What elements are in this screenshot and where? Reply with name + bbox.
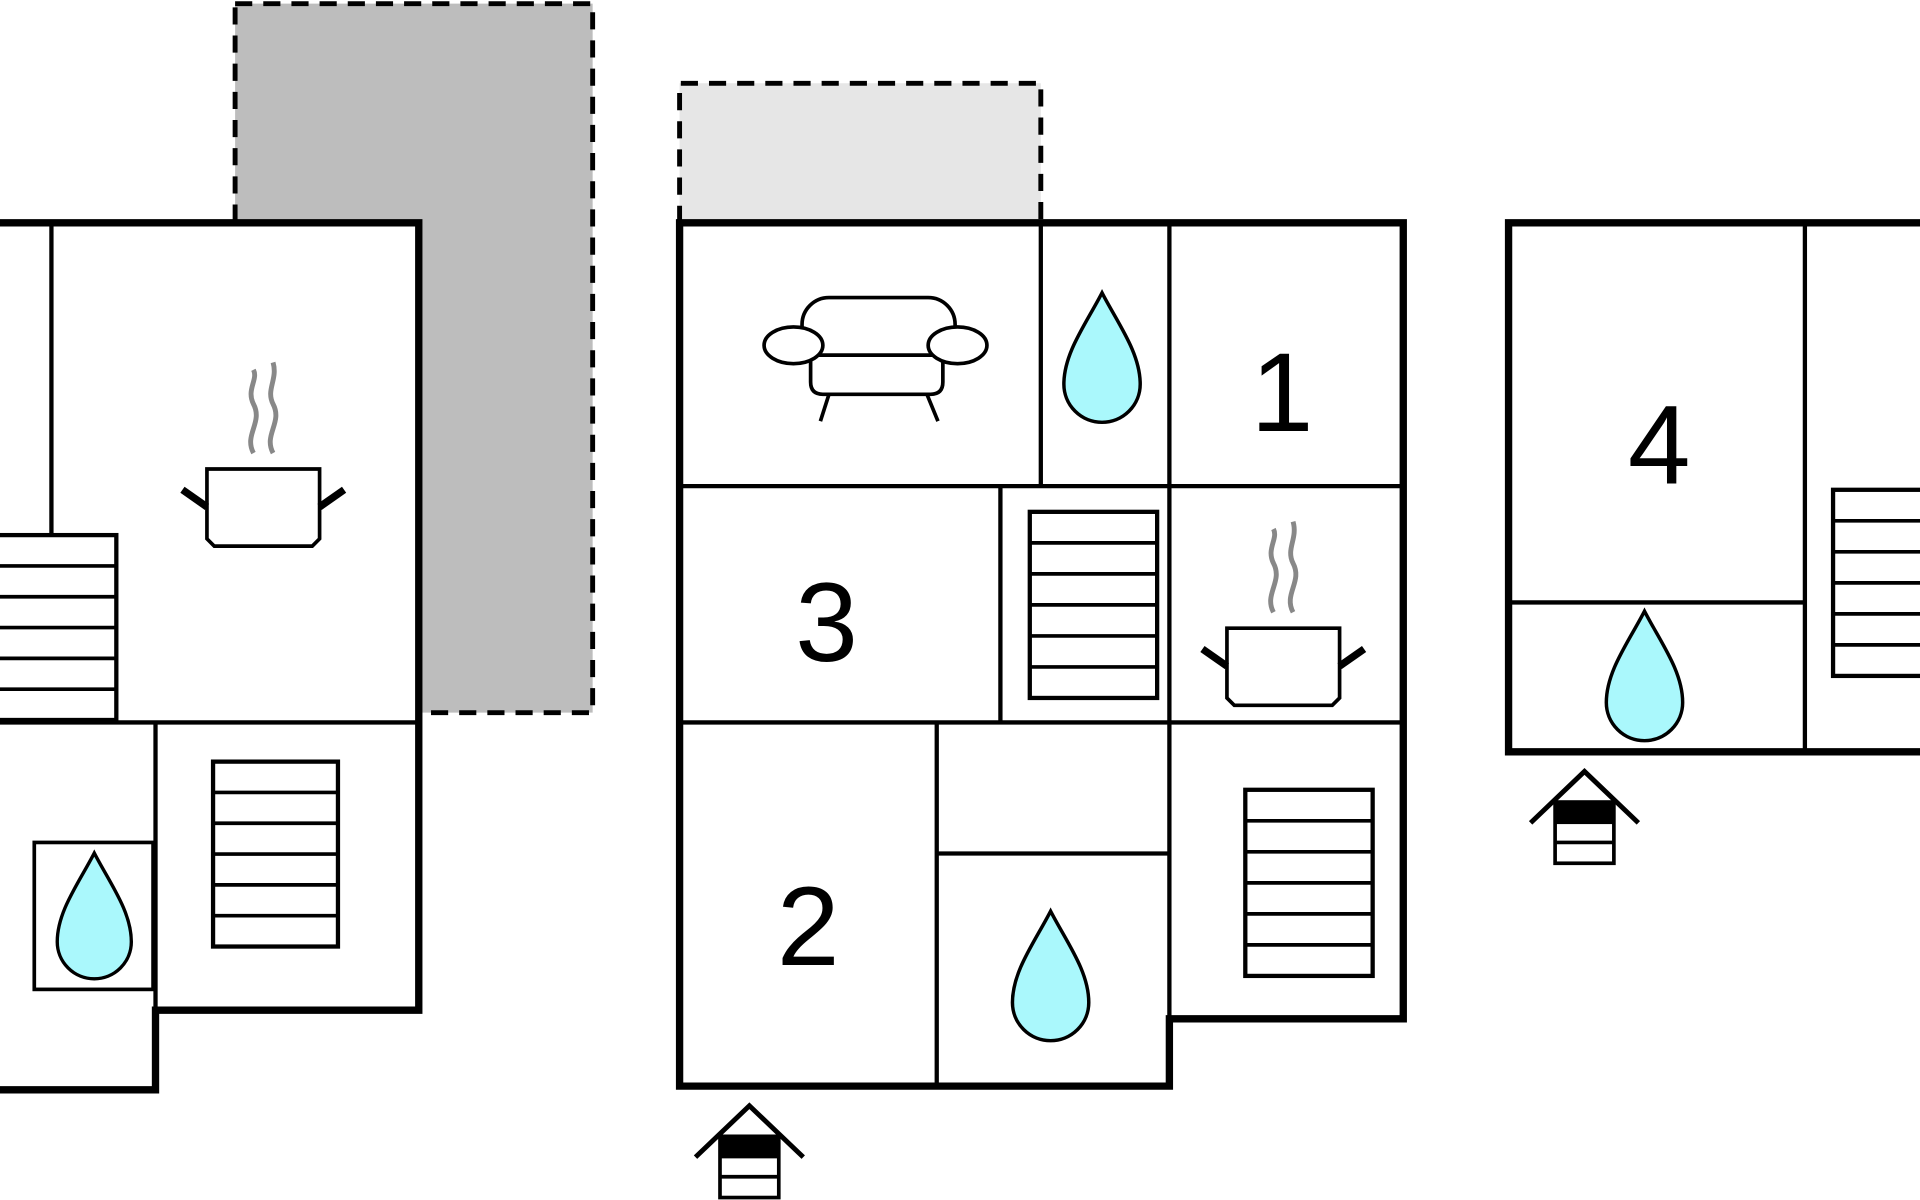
room-number-4: 4 (1628, 382, 1691, 508)
stairs-icon (1243, 787, 1375, 979)
room-number-1: 1 (1251, 329, 1314, 455)
building-middle: 1 3 2 (675, 219, 1407, 1198)
stairs-icon (1830, 487, 1920, 679)
room-number-2: 2 (777, 863, 840, 989)
sofa-icon (762, 295, 989, 422)
stairs-icon (0, 532, 119, 723)
terrace-light (677, 80, 1044, 223)
entrance-icon (1531, 771, 1639, 863)
entrance-icon (696, 1106, 804, 1198)
building-right: 4 (1504, 219, 1920, 863)
stairs-icon (210, 759, 341, 949)
stairs-icon (1027, 509, 1160, 701)
room-number-3: 3 (795, 559, 858, 685)
